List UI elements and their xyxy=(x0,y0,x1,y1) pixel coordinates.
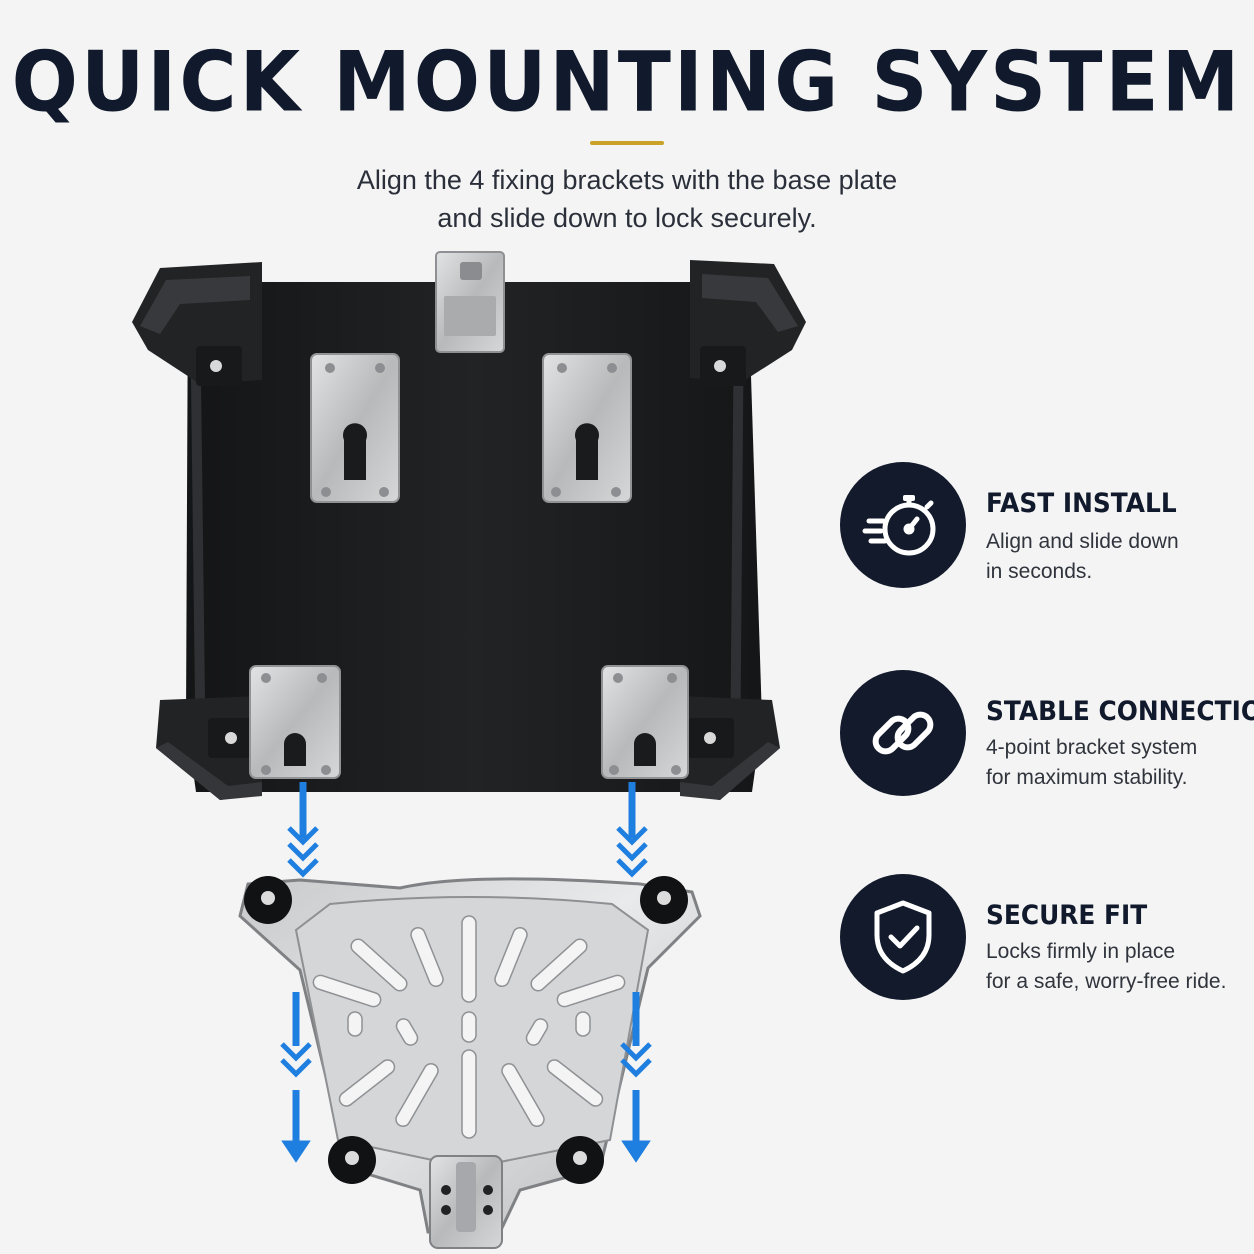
subtitle: Align the 4 fixing brackets with the bas… xyxy=(0,161,1254,237)
feature-fast-install: FAST INSTALL Align and slide down in sec… xyxy=(840,462,1250,592)
subtitle-line-1: Align the 4 fixing brackets with the bas… xyxy=(356,165,898,195)
bracket-top-right xyxy=(542,353,632,503)
feature-text-line-2: in seconds. xyxy=(986,560,1093,583)
feature-text-line-1: Align and slide down xyxy=(986,530,1179,553)
feature-secure-fit: SECURE FIT Locks firmly in place for a s… xyxy=(840,874,1250,1004)
feature-text-line-2: for maximum stability. xyxy=(986,766,1188,789)
title-accent-underline xyxy=(590,141,664,145)
bracket-bottom-left xyxy=(249,665,341,779)
bracket-bottom-right xyxy=(601,665,689,779)
subtitle-line-2: and slide down to lock securely. xyxy=(437,203,817,233)
alignment-arrows xyxy=(280,782,652,1163)
chain-link-icon xyxy=(840,670,966,796)
top-case xyxy=(132,251,806,800)
page-title: QUICK MOUNTING SYSTEM xyxy=(11,35,1243,131)
feature-text-line-1: Locks firmly in place xyxy=(986,940,1176,963)
feature-title: STABLE CONNECTION xyxy=(986,696,1254,727)
stopwatch-icon xyxy=(840,462,966,588)
feature-title: FAST INSTALL xyxy=(986,488,1177,519)
bracket-top-left xyxy=(310,353,400,503)
base-plate xyxy=(238,876,702,1249)
feature-text-line-1: 4-point bracket system xyxy=(986,736,1198,759)
feature-text-line-2: for a safe, worry-free ride. xyxy=(986,970,1227,993)
feature-title: SECURE FIT xyxy=(986,900,1148,931)
shield-check-icon xyxy=(840,874,966,1000)
feature-stable-connection: STABLE CONNECTION 4-point bracket system… xyxy=(840,670,1254,800)
